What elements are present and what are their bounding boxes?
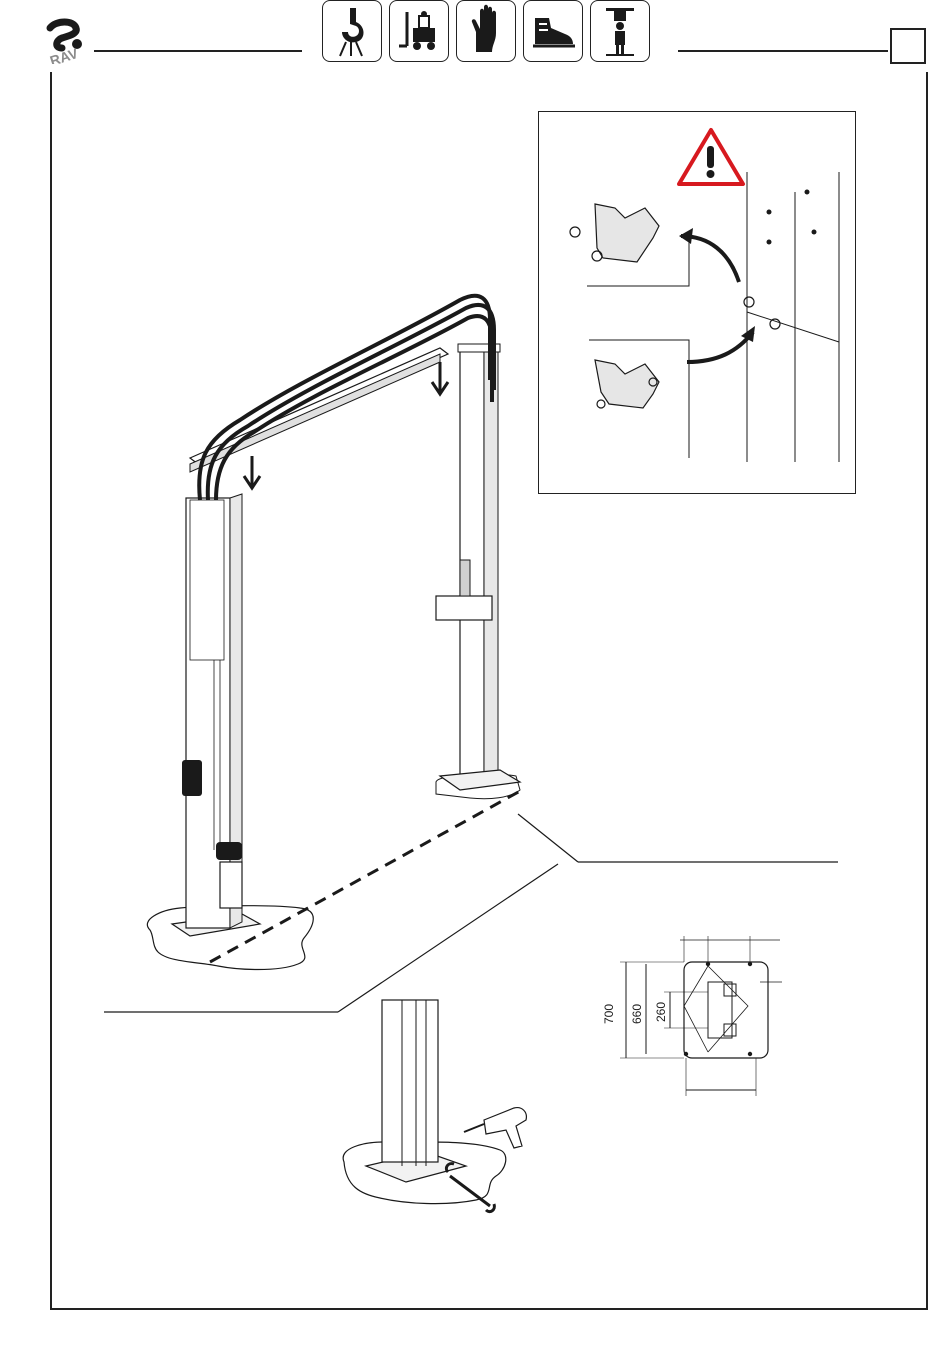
svg-text:RAV: RAV (48, 45, 81, 64)
dimension-700: 700 (602, 1004, 616, 1024)
safety-icons-row (322, 0, 650, 62)
dimension-660: 660 (630, 1004, 644, 1024)
safety-gloves-icon (456, 0, 516, 62)
anchoring-detail-illustration (330, 996, 550, 1226)
page-number-box (890, 28, 926, 64)
foundation-plan: 700 660 260 (600, 930, 790, 1100)
safety-shoes-icon (523, 0, 583, 62)
drill-icon (464, 1108, 526, 1148)
header-rule-right (678, 50, 888, 52)
header-rule-left (94, 50, 302, 52)
warning-icon (679, 130, 743, 184)
crane-hook-icon (322, 0, 382, 62)
brand-logo: RAV (44, 18, 90, 64)
dimension-260: 260 (654, 1002, 668, 1022)
operator-training-icon (590, 0, 650, 62)
mounting-detail-box (538, 111, 856, 494)
forklift-icon (389, 0, 449, 62)
